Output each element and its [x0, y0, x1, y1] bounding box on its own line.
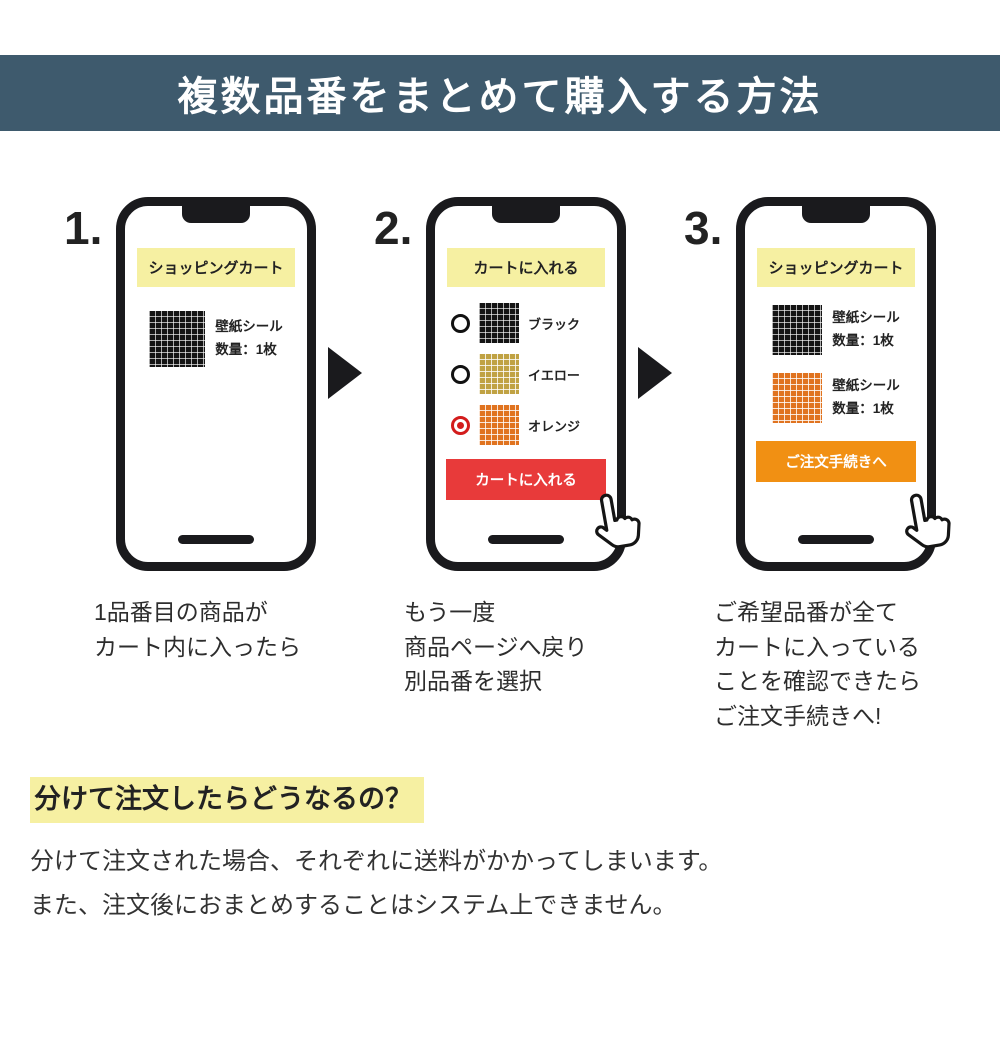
phone-2-header: カートに入れる [446, 248, 606, 287]
banner: 複数品番をまとめて購入する方法 [0, 55, 1000, 131]
step-1-caption: 1品番目の商品が カート内に入ったら [94, 599, 301, 660]
step-2-caption: もう一度 商品ページへ戻り 別品番を選択 [404, 599, 588, 694]
orange-grid-swatch [479, 405, 519, 445]
arrow-right-icon [328, 347, 362, 399]
radio-selected-icon[interactable] [451, 415, 470, 435]
step-1-head: 1. ショッピングカート 壁紙シール 数量：1枚 [64, 197, 316, 571]
phone-notch [182, 206, 250, 223]
arrow-right-icon [638, 347, 672, 399]
step-2: 2. カートに入れる ブラック イエロー [374, 197, 641, 699]
item-qty: 数量：1枚 [832, 333, 894, 348]
black-grid-swatch [479, 303, 519, 343]
steps-row: 1. ショッピングカート 壁紙シール 数量：1枚 1品番目の商品が [0, 197, 1000, 733]
note-section: 分けて注文したらどうなるの？ 分けて注文された場合、それぞれに送料がかかってしま… [30, 777, 1000, 925]
option-orange[interactable]: オレンジ [435, 405, 617, 445]
option-yellow[interactable]: イエロー [435, 354, 617, 394]
checkout-button[interactable]: ご注文手続きへ [755, 441, 917, 482]
phone-notch [492, 206, 560, 223]
step-2-head: 2. カートに入れる ブラック イエロー [374, 197, 641, 571]
infographic-page: 複数品番をまとめて購入する方法 1. ショッピングカート 壁紙シール 数量：1枚 [0, 55, 1000, 925]
item-name: 壁紙シール [832, 378, 900, 394]
cart-item-text: 壁紙シール 数量：1枚 [832, 307, 900, 353]
highlighted-heading: 分けて注文したらどうなるの？ [30, 777, 424, 823]
radio-unselected-icon[interactable] [451, 364, 470, 384]
step-1: 1. ショッピングカート 壁紙シール 数量：1枚 1品番目の商品が [64, 197, 316, 664]
color-options: ブラック イエロー オレンジ [435, 303, 617, 445]
yellow-grid-swatch [479, 354, 519, 394]
item-qty: 数量：1枚 [215, 342, 277, 357]
phone-2: カートに入れる ブラック イエロー [426, 197, 641, 571]
item-qty: 数量：1枚 [832, 401, 894, 416]
black-grid-swatch [772, 305, 823, 355]
phone-3-header: ショッピングカート [756, 248, 916, 287]
step-3-caption: ご希望品番が全て カートに入っている ことを確認できたら ご注文手続きへ! [714, 599, 921, 729]
note-line: 分けて注文された場合、それぞれに送料がかかってしまいます。 [30, 848, 723, 875]
black-grid-swatch [149, 311, 206, 367]
hand-cursor-icon [886, 487, 960, 561]
step-3-number: 3. [684, 202, 723, 254]
phone-home-bar [178, 535, 254, 544]
add-to-cart-button[interactable]: カートに入れる [445, 459, 607, 500]
item-name: 壁紙シール [832, 310, 900, 326]
phone-home-bar [798, 535, 874, 544]
note-body: 分けて注文された場合、それぞれに送料がかかってしまいます。 また、注文後におまと… [30, 842, 1000, 925]
cart-item: 壁紙シール 数量：1枚 [745, 305, 927, 355]
phone-home-bar [488, 535, 564, 544]
item-name: 壁紙シール [215, 319, 283, 335]
banner-title: 複数品番をまとめて購入する方法 [177, 75, 823, 119]
phone-3: ショッピングカート 壁紙シール 数量：1枚 壁紙シール 数量：1枚 [736, 197, 951, 571]
phone-1: ショッピングカート 壁紙シール 数量：1枚 [116, 197, 316, 571]
phone-1-header: ショッピングカート [136, 248, 296, 287]
orange-grid-swatch [772, 373, 823, 423]
cart-item: 壁紙シール 数量：1枚 [125, 311, 307, 367]
cart-item: 壁紙シール 数量：1枚 [745, 373, 927, 423]
step-1-number: 1. [64, 202, 103, 254]
step-3-head: 3. ショッピングカート 壁紙シール 数量：1枚 壁紙シール [684, 197, 951, 571]
option-black[interactable]: ブラック [435, 303, 617, 343]
note-heading: 分けて注文したらどうなるの？ [30, 777, 1000, 823]
note-line: また、注文後におまとめすることはシステム上できません。 [30, 891, 677, 919]
step-2-number: 2. [374, 202, 413, 254]
step-3: 3. ショッピングカート 壁紙シール 数量：1枚 壁紙シール [684, 197, 951, 733]
cart-item-text: 壁紙シール 数量：1枚 [832, 375, 900, 421]
cart-item-text: 壁紙シール 数量：1枚 [215, 316, 283, 362]
phone-notch [802, 206, 870, 223]
radio-unselected-icon[interactable] [451, 313, 470, 333]
hand-cursor-icon [576, 487, 650, 561]
